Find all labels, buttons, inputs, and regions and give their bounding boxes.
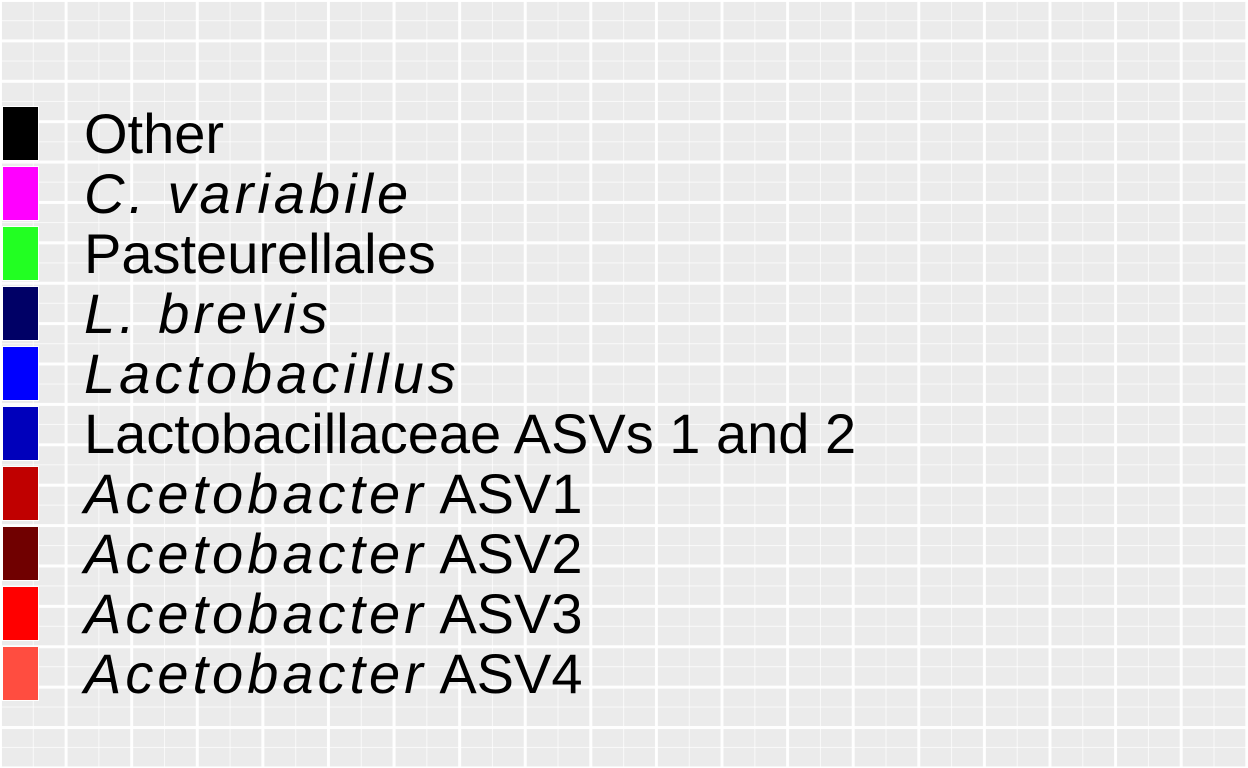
legend-label: Pasteurellales [84,224,436,284]
legend-label-italic: Acetobacter [84,462,427,525]
legend-label-text: ASV2 [439,522,583,585]
legend-key-swatch [2,286,39,341]
legend-label-text: Pasteurellales [84,222,436,285]
legend-item: Pasteurellales [0,224,1100,284]
legend-key-swatch [2,466,39,521]
legend-label-italic: Lactobacillus [84,342,460,405]
legend-label: Acetobacter ASV1 [84,464,583,524]
legend-label-italic: Acetobacter [84,522,427,585]
legend-label: L. brevis [84,284,332,344]
legend-label: Lactobacillus [84,344,460,404]
legend-key-swatch [2,346,39,401]
legend-label: C. variabile [84,164,412,224]
legend-label: Acetobacter ASV4 [84,644,583,704]
legend-label-italic: Acetobacter [84,642,427,705]
legend-item: Acetobacter ASV3 [0,584,1100,644]
legend-key-swatch [2,406,39,461]
legend-label-italic: C. variabile [84,162,413,225]
legend-item: Lactobacillaceae ASVs 1 and 2 [0,404,1100,464]
legend-key-swatch [2,586,39,641]
legend-item: L. brevis [0,284,1100,344]
legend-key-swatch [2,226,39,281]
legend-item: Acetobacter ASV1 [0,464,1100,524]
legend-item: Acetobacter ASV4 [0,644,1100,704]
legend-label: Acetobacter ASV2 [84,524,583,584]
legend-key-swatch [2,526,39,581]
legend-label-italic: Acetobacter [84,582,427,645]
legend-item: C. variabile [0,164,1100,224]
legend-label-text: Other [84,102,225,165]
legend-label-text: ASV4 [439,642,583,705]
legend-item: Acetobacter ASV2 [0,524,1100,584]
legend-label-text: ASV3 [439,582,583,645]
legend-label: Other [84,104,224,164]
legend-item: Lactobacillus [0,344,1100,404]
legend-label-text: ASV1 [439,462,583,525]
legend-label: Acetobacter ASV3 [84,584,583,644]
legend-label-italic: L. brevis [84,282,332,345]
legend-label: Lactobacillaceae ASVs 1 and 2 [84,404,856,464]
legend-key-swatch [2,106,39,161]
legend-label-text: Lactobacillaceae ASVs 1 and 2 [84,402,857,465]
legend-item: Other [0,104,1100,164]
legend-key-swatch [2,166,39,221]
legend-key-swatch [2,646,39,701]
